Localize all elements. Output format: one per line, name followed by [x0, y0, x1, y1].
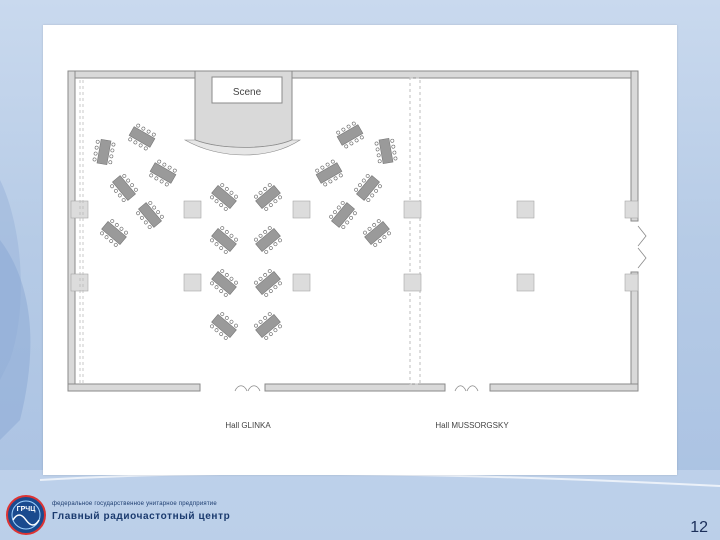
stage: Scene — [183, 70, 301, 156]
hall-label-mussorgsky: Hall MUSSORGSKY — [435, 421, 509, 430]
door-icon — [234, 385, 479, 392]
table-icon — [208, 267, 240, 299]
page-number: 12 — [690, 519, 708, 536]
table-icon — [374, 137, 398, 165]
table-icon — [208, 224, 240, 256]
org-line: федеральное государственное унитарное пр… — [52, 501, 217, 507]
table-icon — [352, 172, 384, 204]
table-icon — [126, 122, 158, 152]
table-icon — [134, 199, 166, 231]
table-icon — [147, 158, 179, 188]
slide-card — [43, 25, 677, 475]
columns — [70, 200, 639, 292]
table-icon — [252, 181, 284, 213]
table-icon — [92, 138, 116, 166]
table-icon — [208, 181, 240, 213]
table-icon — [252, 224, 284, 256]
table-icon — [361, 217, 393, 249]
partition-lines — [79, 80, 84, 384]
table-icon — [108, 172, 140, 204]
table-icon — [313, 158, 345, 188]
table-icon — [334, 120, 366, 150]
table-icon — [208, 310, 240, 342]
table-icon — [252, 267, 284, 299]
table-icon — [327, 199, 359, 231]
logo-text: ГРЧЦ — [17, 506, 37, 513]
table-icon — [98, 217, 130, 249]
table-icon — [252, 310, 284, 342]
outer-walls — [67, 70, 639, 392]
hall-label-glinka: Hall GLINKA — [225, 421, 271, 430]
org-name: Главный радиочастотный центр — [52, 511, 231, 522]
logo-icon: ГРЧЦ — [6, 495, 46, 535]
stage-label: Scene — [233, 87, 262, 98]
door-icon — [637, 225, 647, 269]
